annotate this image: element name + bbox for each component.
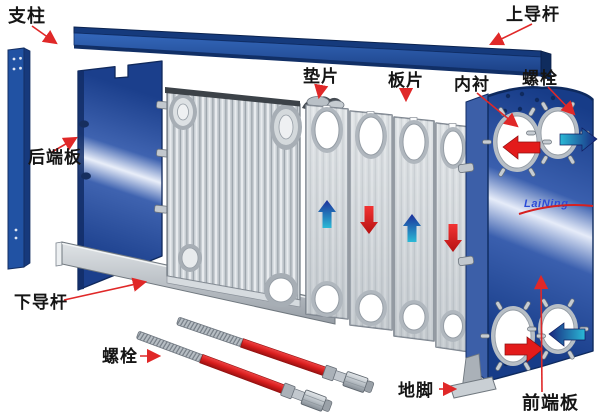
cold-up-arrow-1 [318,200,336,228]
clamp-bolts [136,317,375,412]
pack-port-hole [264,273,298,307]
heat-plate-2 [349,110,393,331]
pack-port-hole [169,94,197,130]
heat-plate-3 [393,116,435,342]
clamp-bolt-2 [136,331,333,412]
leader-rear-end-plate [51,136,78,153]
callouts: 支柱 上导杆 垫片 板片 内衬 螺栓 后端板 下导杆 螺栓 地脚 前端板 [7,5,579,413]
hot-down-arrow-1 [360,206,378,234]
label-liner: 内衬 [454,74,490,94]
label-support-column: 支柱 [7,5,46,26]
leader-support-column [31,25,58,45]
front-end-plate: LaiNing [457,85,598,384]
label-plate: 板片 [388,70,424,90]
heat-plate-4 [435,122,471,353]
heat-plate-1 [305,104,349,320]
brand-logo-text: LaiNing [524,198,569,210]
port-arrow-cold-top [559,127,598,152]
label-rear-end-plate: 后端板 [28,147,82,167]
label-lower-guide-rod: 下导杆 [14,293,68,312]
support-column [7,47,31,270]
plate-pack [166,89,302,308]
brand-logo: LaiNing [518,198,594,215]
clamp-bolt-1 [176,317,375,393]
pack-port-hole [178,244,202,272]
beam-end-face [540,50,552,81]
label-front-end-plate: 前端板 [522,392,579,413]
brand-logo-swoosh [518,204,594,215]
leader-front-end-plate [533,274,549,393]
label-bolt-upper: 螺栓 [522,68,558,88]
leader-lower-guide-rod [63,277,148,301]
leader-liner [476,92,519,128]
hot-down-arrow-2 [444,224,462,252]
label-upper-guide-rod: 上导杆 [506,5,560,24]
port-arrow-hot-bottom [504,336,544,363]
upper-guide-rod [73,26,552,81]
label-anchor-foot: 地脚 [398,380,434,400]
heat-plates [305,104,471,353]
leader-upper-guide-rod [489,23,533,46]
port-arrow-hot-top [502,135,541,160]
label-bolt-lower: 螺栓 [102,346,138,366]
pack-port-hole [270,104,302,150]
leader-bolt-upper [547,86,576,116]
cold-up-arrow-2 [403,214,421,242]
port-hole-top-right [537,107,579,159]
leader-gasket [314,83,329,100]
rear-plate-pin [154,204,169,214]
label-gasket: 垫片 [303,66,339,86]
port-arrow-cold-bottom [548,322,586,347]
front-plate-pin [457,162,475,173]
front-plate-pin [457,255,475,266]
